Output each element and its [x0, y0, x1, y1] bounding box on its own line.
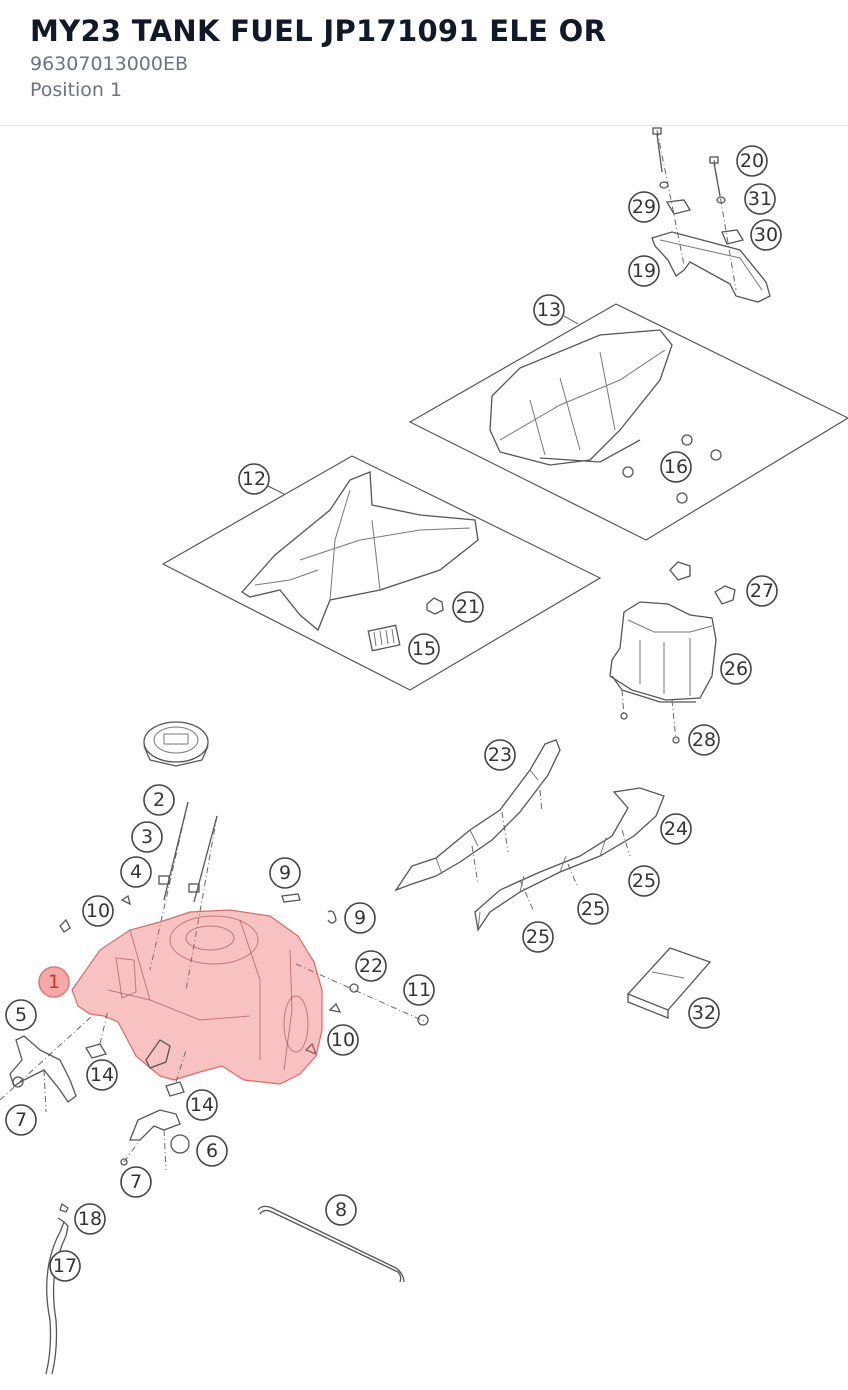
svg-text:8: 8 — [335, 1199, 347, 1221]
callout-15[interactable]: 15 — [408, 633, 440, 665]
svg-text:2: 2 — [153, 789, 165, 811]
page-header: MY23 TANK FUEL JP171091 ELE OR 963070130… — [0, 0, 848, 126]
callout-1[interactable]: 1 — [38, 966, 70, 998]
fuel-cap — [143, 721, 209, 767]
svg-text:3: 3 — [141, 826, 153, 848]
svg-text:14: 14 — [190, 1094, 214, 1116]
callout-23[interactable]: 23 — [484, 739, 516, 771]
callout-3[interactable]: 3 — [131, 821, 163, 853]
callout-14[interactable]: 14 — [86, 1059, 118, 1091]
callout-25[interactable]: 25 — [628, 865, 660, 897]
svg-text:12: 12 — [242, 468, 266, 490]
svg-text:7: 7 — [130, 1171, 142, 1193]
svg-text:25: 25 — [526, 926, 550, 948]
svg-text:22: 22 — [359, 955, 383, 977]
lower-brackets — [0, 1009, 190, 1171]
page-title: MY23 TANK FUEL JP171091 ELE OR — [30, 14, 607, 48]
callout-7[interactable]: 7 — [5, 1104, 37, 1136]
callout-22[interactable]: 22 — [355, 950, 387, 982]
exploded-parts-diagram: 1 2 3 4 5 6 7 7 8 9 9 10 10 11 12 13 14 — [0, 127, 848, 1375]
callout-30[interactable]: 30 — [750, 219, 782, 251]
svg-text:6: 6 — [206, 1140, 218, 1162]
svg-text:7: 7 — [15, 1109, 27, 1131]
callout-20[interactable]: 20 — [736, 145, 768, 177]
svg-text:23: 23 — [488, 744, 512, 766]
callout-9[interactable]: 9 — [344, 902, 376, 934]
svg-text:31: 31 — [748, 188, 772, 210]
callout-25[interactable]: 25 — [522, 921, 554, 953]
leader-lines — [267, 315, 579, 495]
rear-seat-group — [408, 303, 848, 541]
callout-10[interactable]: 10 — [327, 1024, 359, 1056]
callout-31[interactable]: 31 — [744, 183, 776, 215]
callout-9[interactable]: 9 — [269, 857, 301, 889]
svg-text:19: 19 — [632, 260, 656, 282]
callout-10[interactable]: 10 — [82, 895, 114, 927]
callout-16[interactable]: 16 — [660, 451, 692, 483]
svg-text:5: 5 — [15, 1004, 27, 1026]
callout-13[interactable]: 13 — [533, 294, 565, 326]
callout-8[interactable]: 8 — [325, 1194, 357, 1226]
svg-text:17: 17 — [53, 1255, 77, 1277]
svg-text:16: 16 — [664, 456, 688, 478]
svg-text:10: 10 — [331, 1029, 355, 1051]
svg-text:14: 14 — [90, 1064, 114, 1086]
frame-brackets-group — [394, 739, 665, 932]
callout-6[interactable]: 6 — [196, 1135, 228, 1167]
hoses — [45, 1202, 405, 1375]
svg-text:18: 18 — [78, 1208, 102, 1230]
callout-14[interactable]: 14 — [186, 1089, 218, 1121]
svg-text:27: 27 — [750, 580, 774, 602]
svg-text:1: 1 — [48, 971, 60, 993]
svg-text:21: 21 — [456, 596, 480, 618]
callout-21[interactable]: 21 — [452, 591, 484, 623]
part-number: 96307013000EB — [30, 53, 189, 75]
svg-text:10: 10 — [86, 900, 110, 922]
front-seat-group — [161, 455, 602, 691]
manual-pack — [626, 947, 712, 1019]
svg-text:25: 25 — [632, 870, 656, 892]
callout-18[interactable]: 18 — [74, 1203, 106, 1235]
svg-text:30: 30 — [754, 224, 778, 246]
svg-text:9: 9 — [354, 907, 366, 929]
tank-hardware — [59, 801, 429, 1056]
callout-19[interactable]: 19 — [628, 255, 660, 287]
callout-2[interactable]: 2 — [143, 784, 175, 816]
electrical-box-group — [609, 561, 736, 744]
svg-text:9: 9 — [279, 862, 291, 884]
svg-text:4: 4 — [130, 861, 142, 883]
position-label: Position 1 — [30, 79, 123, 101]
svg-text:20: 20 — [740, 150, 764, 172]
callout-27[interactable]: 27 — [746, 575, 778, 607]
fuel-tank-highlight[interactable] — [71, 909, 323, 1085]
svg-text:11: 11 — [407, 979, 431, 1001]
callout-24[interactable]: 24 — [660, 813, 692, 845]
callout-28[interactable]: 28 — [688, 724, 720, 756]
callout-26[interactable]: 26 — [720, 653, 752, 685]
svg-text:13: 13 — [537, 299, 561, 321]
callout-12[interactable]: 12 — [238, 463, 270, 495]
svg-text:15: 15 — [412, 638, 436, 660]
svg-text:24: 24 — [664, 818, 688, 840]
callout-29[interactable]: 29 — [628, 191, 660, 223]
callout-4[interactable]: 4 — [120, 856, 152, 888]
svg-text:26: 26 — [724, 658, 748, 680]
svg-text:28: 28 — [692, 729, 716, 751]
callout-25[interactable]: 25 — [577, 893, 609, 925]
grab-handle-assembly — [651, 127, 771, 303]
callout-11[interactable]: 11 — [403, 974, 435, 1006]
callout-7[interactable]: 7 — [120, 1166, 152, 1198]
svg-text:32: 32 — [692, 1002, 716, 1024]
svg-text:25: 25 — [581, 898, 605, 920]
svg-text:29: 29 — [632, 196, 656, 218]
callout-32[interactable]: 32 — [688, 997, 720, 1029]
callout-5[interactable]: 5 — [5, 999, 37, 1031]
callout-17[interactable]: 17 — [49, 1250, 81, 1282]
